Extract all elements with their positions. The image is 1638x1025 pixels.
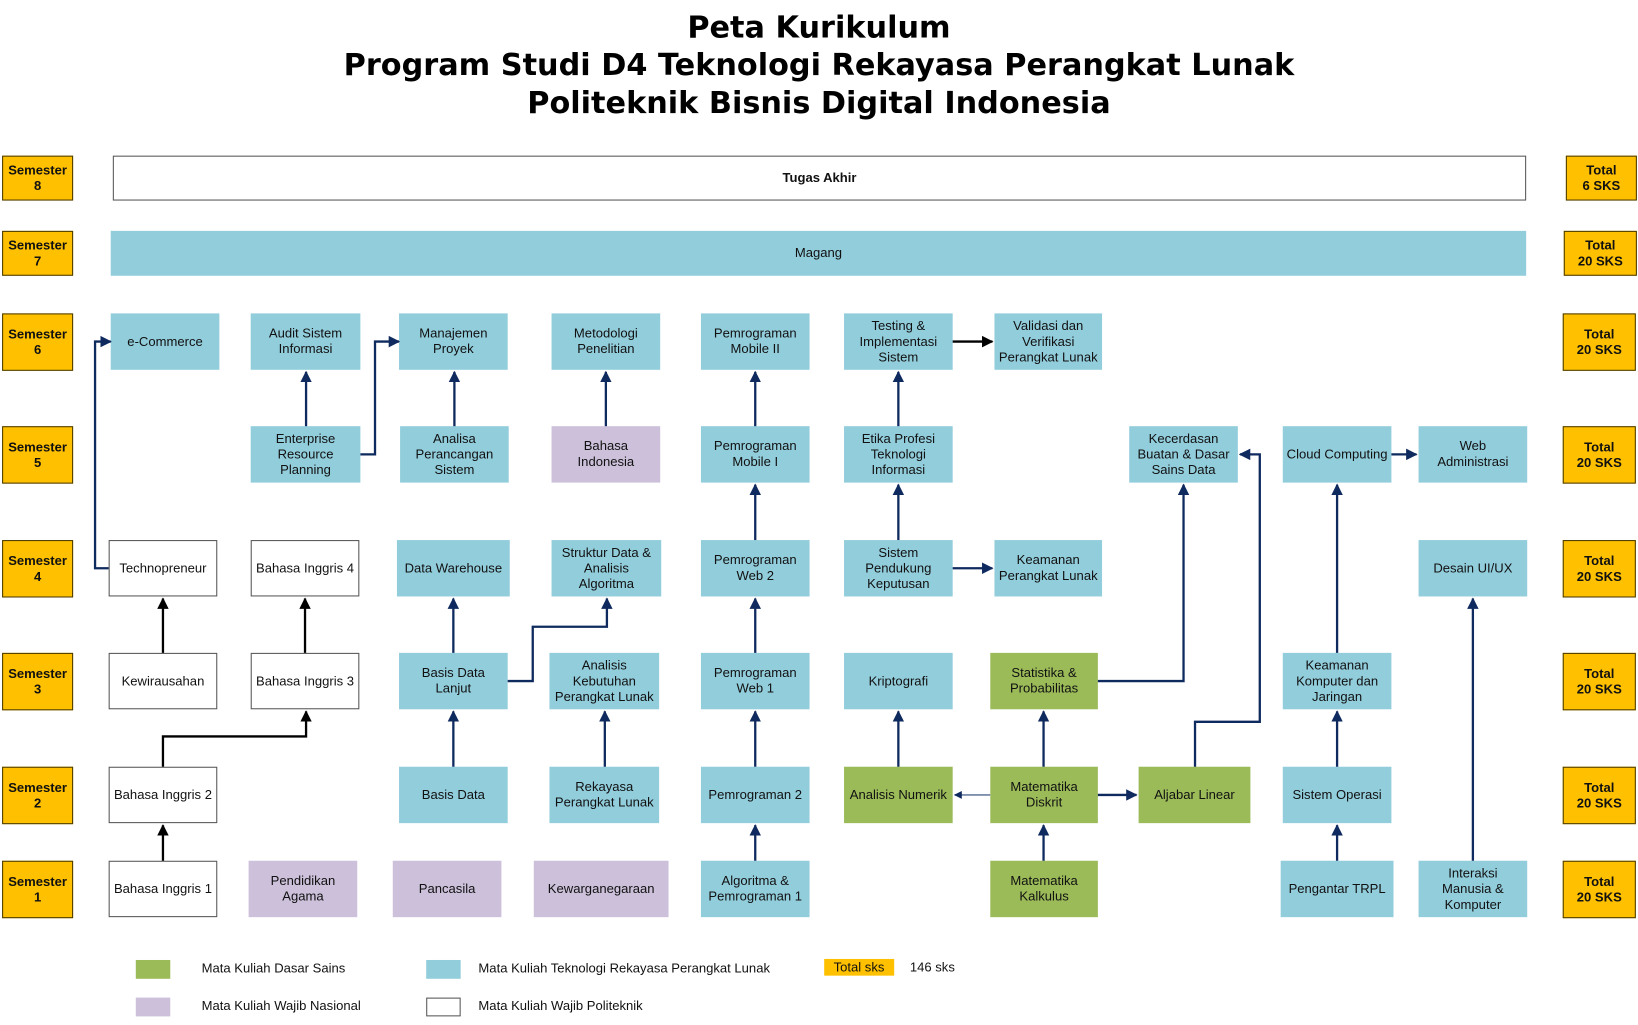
course-kecerdasan-buatan[interactable]: Kecerdasan Buatan & Dasar Sains Data bbox=[1129, 426, 1238, 483]
arrow-technopreneur-to-ecommerce bbox=[93, 335, 112, 570]
semester-2-total: Total 20 SKS bbox=[1562, 766, 1636, 825]
course-aljabar-linear[interactable]: Aljabar Linear bbox=[1138, 766, 1251, 824]
course-tugas-akhir[interactable]: Tugas Akhir bbox=[112, 155, 1527, 201]
course-testing-implementasi[interactable]: Testing & Implementasi Sistem bbox=[844, 313, 953, 370]
course-bahasa-inggris-2[interactable]: Bahasa Inggris 2 bbox=[108, 766, 218, 824]
course-basis-data-lanjut[interactable]: Basis Data Lanjut bbox=[399, 652, 508, 710]
course-basis-data[interactable]: Basis Data bbox=[399, 766, 508, 824]
course-rekayasa-perangkat-lunak[interactable]: Rekayasa Perangkat Lunak bbox=[549, 766, 660, 824]
course-etika-profesi[interactable]: Etika Profesi Teknologi Informasi bbox=[844, 426, 953, 483]
legend-total-sks-value: 146 sks bbox=[909, 959, 955, 975]
title-line-1: Peta Kurikulum bbox=[687, 9, 951, 45]
course-pemrograman-mobile-1[interactable]: Pemrograman Mobile I bbox=[700, 426, 810, 483]
course-algoritma-pemrograman-1[interactable]: Algoritma & Pemrograman 1 bbox=[700, 860, 810, 918]
semester-1-total: Total 20 SKS bbox=[1562, 860, 1636, 919]
course-technopreneur[interactable]: Technopreneur bbox=[108, 540, 218, 597]
semester-7-total: Total 20 SKS bbox=[1563, 230, 1637, 276]
course-statistika-probabilitas[interactable]: Statistika & Probabilitas bbox=[990, 652, 1098, 710]
legend-swatch-trpl bbox=[426, 959, 461, 979]
semester-1-label: Semester 1 bbox=[2, 860, 74, 919]
course-pengantar-trpl[interactable]: Pengantar TRPL bbox=[1280, 860, 1394, 918]
legend-label-wajib-nasional: Mata Kuliah Wajib Nasional bbox=[201, 998, 361, 1014]
semester-5-label: Semester 5 bbox=[2, 426, 74, 484]
course-struktur-data[interactable]: Struktur Data & Analisis Algoritma bbox=[551, 540, 662, 597]
course-audit-sistem-informasi[interactable]: Audit Sistem Informasi bbox=[250, 313, 361, 370]
course-bahasa-inggris-4[interactable]: Bahasa Inggris 4 bbox=[250, 540, 360, 597]
legend-swatch-dasar-sains bbox=[135, 959, 171, 979]
course-sistem-pendukung-keputusan[interactable]: Sistem Pendukung Keputusan bbox=[844, 540, 953, 597]
course-kewirausahan[interactable]: Kewirausahan bbox=[108, 652, 218, 710]
semester-8-total: Total 6 SKS bbox=[1565, 155, 1637, 201]
arrow-inggris2-to-inggris3 bbox=[161, 710, 312, 767]
course-pemrograman-2[interactable]: Pemrograman 2 bbox=[700, 766, 810, 824]
course-ecommerce[interactable]: e-Commerce bbox=[110, 313, 220, 370]
arrow-statistika-to-kecerdasan bbox=[1097, 483, 1190, 683]
course-keamanan-perangkat-lunak[interactable]: Keamanan Perangkat Lunak bbox=[994, 540, 1103, 597]
course-desain-ui-ux[interactable]: Desain UI/UX bbox=[1418, 540, 1528, 597]
semester-8-label: Semester 8 bbox=[2, 155, 74, 201]
course-manajemen-proyek[interactable]: Manajemen Proyek bbox=[399, 313, 508, 370]
course-bahasa-indonesia[interactable]: Bahasa Indonesia bbox=[551, 426, 661, 483]
course-analisis-kebutuhan[interactable]: Analisis Kebutuhan Perangkat Lunak bbox=[549, 652, 660, 710]
course-pemrograman-web-2[interactable]: Pemrograman Web 2 bbox=[700, 540, 810, 597]
course-web-administrasi[interactable]: Web Administrasi bbox=[1418, 426, 1528, 483]
course-pendidikan-agama[interactable]: Pendidikan Agama bbox=[248, 860, 358, 918]
course-analisis-numerik[interactable]: Analisis Numerik bbox=[844, 766, 953, 824]
legend-swatch-wajib-nasional bbox=[135, 997, 171, 1017]
semester-3-label: Semester 3 bbox=[2, 652, 74, 711]
legend-swatch-wajib-politeknik bbox=[426, 997, 461, 1017]
course-validasi-verifikasi[interactable]: Validasi dan Verifikasi Perangkat Lunak bbox=[994, 313, 1103, 370]
course-matematika-kalkulus[interactable]: Matematika Kalkulus bbox=[990, 860, 1098, 918]
course-kriptografi[interactable]: Kriptografi bbox=[844, 652, 953, 710]
course-cloud-computing[interactable]: Cloud Computing bbox=[1282, 426, 1392, 483]
legend-label-wajib-politeknik: Mata Kuliah Wajib Politeknik bbox=[478, 998, 643, 1014]
course-interaksi-manusia-komputer[interactable]: Interaksi Manusia & Komputer bbox=[1418, 860, 1528, 918]
course-bahasa-inggris-3[interactable]: Bahasa Inggris 3 bbox=[250, 652, 360, 710]
legend-label-dasar-sains: Mata Kuliah Dasar Sains bbox=[201, 961, 346, 976]
course-magang[interactable]: Magang bbox=[110, 230, 1527, 276]
semester-5-total: Total 20 SKS bbox=[1562, 426, 1636, 484]
semester-2-label: Semester 2 bbox=[2, 766, 74, 825]
course-matematika-diskrit[interactable]: Matematika Diskrit bbox=[990, 766, 1098, 824]
semester-4-label: Semester 4 bbox=[2, 540, 74, 598]
course-pancasila[interactable]: Pancasila bbox=[392, 860, 502, 918]
semester-6-label: Semester 6 bbox=[2, 313, 74, 371]
course-pemrograman-web-1[interactable]: Pemrograman Web 1 bbox=[700, 652, 810, 710]
course-keamanan-komputer-jaringan[interactable]: Keamanan Komputer dan Jaringan bbox=[1282, 652, 1392, 710]
arrow-aljabar-to-kecerdasan bbox=[1193, 448, 1261, 767]
legend-total-sks-label: Total sks bbox=[824, 958, 894, 976]
course-pemrograman-mobile-2[interactable]: Pemrograman Mobile II bbox=[700, 313, 810, 370]
course-erp[interactable]: Enterprise Resource Planning bbox=[250, 426, 361, 483]
course-analisa-perancangan-sistem[interactable]: Analisa Perancangan Sistem bbox=[400, 426, 509, 483]
semester-4-total: Total 20 SKS bbox=[1562, 540, 1636, 598]
arrow-erp-to-manajemen-proyek bbox=[360, 335, 401, 456]
title-line-3: Politeknik Bisnis Digital Indonesia bbox=[527, 84, 1111, 121]
legend-label-trpl: Mata Kuliah Teknologi Rekayasa Perangkat… bbox=[478, 961, 771, 976]
course-sistem-operasi[interactable]: Sistem Operasi bbox=[1282, 766, 1392, 824]
course-bahasa-inggris-1[interactable]: Bahasa Inggris 1 bbox=[108, 860, 218, 918]
semester-7-label: Semester 7 bbox=[2, 230, 74, 276]
semester-3-total: Total 20 SKS bbox=[1562, 652, 1636, 711]
semester-6-total: Total 20 SKS bbox=[1562, 313, 1636, 371]
course-data-warehouse[interactable]: Data Warehouse bbox=[396, 540, 510, 597]
course-metodologi-penelitian[interactable]: Metodologi Penelitian bbox=[551, 313, 661, 370]
course-kewarganegaraan[interactable]: Kewarganegaraan bbox=[533, 860, 669, 918]
title-line-2: Program Studi D4 Teknologi Rekayasa Pera… bbox=[343, 47, 1295, 83]
